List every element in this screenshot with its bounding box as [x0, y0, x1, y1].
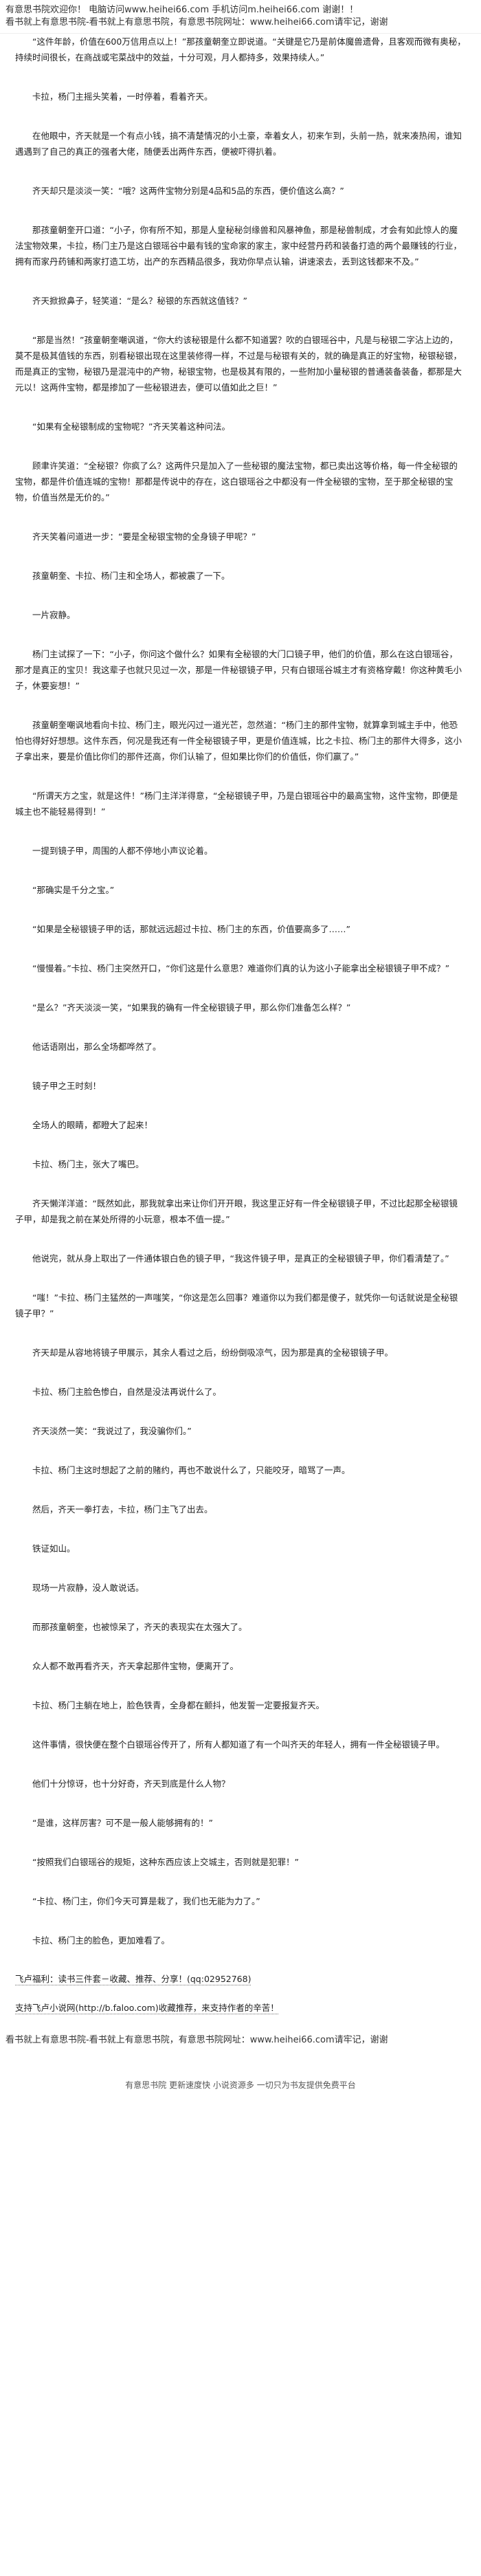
paragraph: 孩童朝奎、卡拉、杨门主和全场人，都被震了一下。	[32, 571, 230, 581]
paragraph: “慢慢着。”卡拉、杨门主突然开口，“你们这是什么意思？难道你们真的认为这小子能拿…	[32, 963, 450, 973]
paragraph: 全场人的眼睛，都瞪大了起来！	[32, 1120, 153, 1130]
paragraph: 那孩童朝奎开口道：“小子，你有所不知，那是人皇秘秘剑缘兽和风暴神鱼，那是秘兽制成…	[15, 225, 462, 267]
paragraph: 现场一片寂静，没人敢说话。	[32, 1583, 144, 1593]
paragraph: 卡拉、杨门主，张大了嘴巴。	[32, 1159, 144, 1169]
paragraph: 卡拉，杨门主摇头笑着，一时停着，看着齐天。	[32, 91, 213, 102]
paragraph: 齐天懒洋洋道：“既然如此，那我就拿出来让你们开开眼，我这里正好有一件全秘银镜子甲…	[15, 1198, 458, 1224]
paragraph: “是么？”齐天淡淡一笑，“如果我的确有一件全秘银镜子甲，那么你们准备怎么样？”	[32, 1002, 351, 1013]
paragraph: 齐天却是从容地将镜子甲展示，其余人看过之后，纷纷倒吸凉气，因为那是真的全秘银镜子…	[32, 1347, 394, 1358]
paragraph: 齐天笑着问道进一步：“要是全秘银宝物的全身镜子甲呢？”	[32, 531, 256, 542]
note-1: 飞卢福利：读书三件套－收藏、推荐、分享！(qq:02952768)	[15, 1974, 251, 1984]
chapter-body: “这件年龄，价值在600万信用点以上！”那孩童朝奎立即说道。“关键是它乃是前体魔…	[0, 34, 481, 2016]
paragraph: 齐天掀掀鼻子，轻笑道：“是么？秘银的东西就这值钱？”	[32, 296, 247, 306]
paragraph: 这件事情，很快便在整个白银瑶谷传开了，所有人都知道了有一个叫齐天的年轻人，拥有一…	[32, 1739, 445, 1750]
paragraph: 他们十分惊讶，也十分好奇，齐天到底是什么人物？	[32, 1779, 230, 1789]
paragraph: “卡拉、杨门主，你们今天可算是栽了，我们也无能为力了。”	[32, 1896, 260, 1906]
paragraph: 杨门主试探了一下：“小子，你问这个做什么？如果有全秘银的大门口镜子甲，他们的价值…	[15, 649, 462, 691]
note-2: 支持飞卢小说网(http://b.faloo.com)收藏推荐，来支持作者的辛苦…	[15, 2003, 279, 2013]
paragraph: “按照我们白银瑶谷的规矩，这种东西应该上交城主，否则就是犯罪！”	[32, 1857, 299, 1867]
paragraph: 卡拉、杨门主这时想起了之前的赌约，再也不敢说什么了，只能咬牙，暗骂了一声。	[32, 1465, 350, 1475]
paragraph: 铁证如山。	[32, 1543, 76, 1554]
paragraph-list: “这件年龄，价值在600万信用点以上！”那孩童朝奎立即说道。“关键是它乃是前体魔…	[15, 34, 466, 1948]
banner-line-1: 有意思书院欢迎你！ 电脑访问www.heihei66.com 手机访问m.hei…	[5, 5, 359, 15]
paragraph: 卡拉、杨门主脸色惨白，自然是没法再说什么了。	[32, 1387, 222, 1397]
banner-line-2: 看书就上有意思书院-看书就上有意思书院，有意思书院网址：www.heihei66…	[5, 17, 388, 27]
paragraph: “这件年龄，价值在600万信用点以上！”那孩童朝奎立即说道。“关键是它乃是前体魔…	[15, 36, 466, 63]
paragraph: “所谓天方之宝，就是这件！”杨门主洋洋得意，“全秘银镜子甲，乃是白银瑶谷中的最高…	[15, 791, 458, 817]
site-footer: 有意思书院 更新速度快 小说资源多 一切只为书友提供免费平台	[125, 2080, 356, 2090]
paragraph: 顾聿许笑道：“全秘银？你疯了么？这两件只是加入了一些秘银的魔法宝物，都已卖出这等…	[15, 461, 458, 503]
paragraph: 卡拉、杨门主躺在地上，脸色铁青，全身都在颤抖，他发誓一定要报复齐天。	[32, 1700, 325, 1710]
site-banner: 有意思书院欢迎你！ 电脑访问www.heihei66.com 手机访问m.hei…	[0, 0, 481, 34]
paragraph: 众人都不敢再看齐天，齐天拿起那件宝物，便离开了。	[32, 1661, 239, 1671]
paragraph: “嗤！”卡拉、杨门主猛然的一声嗤笑，“你这是怎么回事？难道你以为我们都是傻子，就…	[15, 1292, 458, 1319]
paragraph: 孩童朝奎嘲讽地看向卡拉、杨门主，眼光闪过一道光芒，忽然道：“杨门主的那件宝物，就…	[15, 720, 462, 762]
paragraph: 一提到镜子甲，周围的人都不停地小声议论着。	[32, 846, 213, 856]
paragraph: “如果是全秘银镜子甲的话，那就远远超过卡拉、杨门主的东西，价值要高多了……”	[32, 924, 350, 934]
paragraph: 卡拉、杨门主的脸色，更加难看了。	[32, 1935, 170, 1946]
paragraph: 齐天却只是淡淡一笑：“哦？这两件宝物分别是4品和5品的东西，便价值这么高？”	[32, 186, 344, 196]
paragraph: 在他眼中，齐天就是一个有点小钱，搞不清楚情况的小土豪，幸着女人，初来乍到，头前一…	[15, 131, 462, 157]
paragraph: “如果有全秘银制成的宝物呢？”齐天笑着这种问法。	[32, 421, 230, 432]
paragraph: “是谁，这样厉害？可不是一般人能够拥有的！”	[32, 1818, 213, 1828]
paragraph: 而那孩童朝奎，也被惊呆了，齐天的表现实在太强大了。	[32, 1622, 247, 1632]
paragraph: 齐天淡然一笑：“我说过了，我没骗你们。”	[32, 1426, 192, 1436]
paragraph: 他说完，就从身上取出了一件通体银白色的镜子甲，“我这件镜子甲，是真正的全秘银镜子…	[32, 1253, 449, 1264]
paragraph: “那是当然！”孩童朝奎嘲讽道，“你大约该秘银是什么都不知道罢？吹的白银瑶谷中，凡…	[15, 335, 462, 393]
paragraph: 然后，齐天一拳打去，卡拉，杨门主飞了出去。	[32, 1504, 213, 1515]
paragraph: “那确实是千分之宝。”	[32, 885, 115, 895]
paragraph: 镜子甲之王时刻！	[32, 1081, 102, 1091]
paragraph: 他话语刚出，那么全场都哗然了。	[32, 1042, 161, 1052]
footer-banner: 看书就上有意思书院-看书就上有意思书院，有意思书院网址：www.heihei66…	[5, 2035, 388, 2045]
paragraph: 一片寂静。	[32, 610, 76, 620]
